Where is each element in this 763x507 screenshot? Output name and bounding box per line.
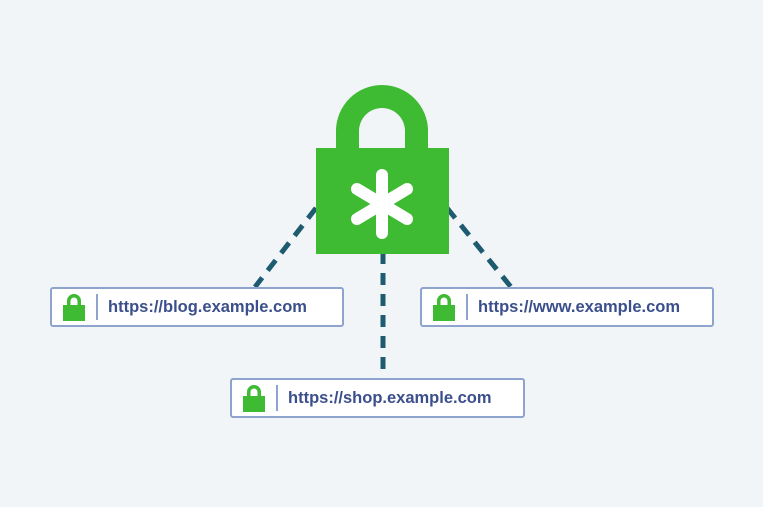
url-divider <box>276 385 278 411</box>
url-bar-www: https://www.example.com <box>420 287 714 327</box>
lock-icon <box>243 385 265 412</box>
url-text-www: https://www.example.com <box>478 297 681 316</box>
url-bar-blog: https://blog.example.com <box>50 287 344 327</box>
connector-to-www <box>445 206 513 289</box>
url-text-blog: https://blog.example.com <box>108 297 307 316</box>
lock-icon <box>433 294 455 321</box>
connector-to-blog <box>253 206 318 289</box>
asterisk-symbol <box>351 169 413 239</box>
url-text-shop: https://shop.example.com <box>288 388 492 407</box>
url-bar-shop: https://shop.example.com <box>230 378 525 418</box>
lock-icon <box>63 294 85 321</box>
url-divider <box>466 294 468 320</box>
wildcard-padlock-icon <box>316 85 449 254</box>
url-divider <box>96 294 98 320</box>
padlock-shackle <box>336 85 428 148</box>
